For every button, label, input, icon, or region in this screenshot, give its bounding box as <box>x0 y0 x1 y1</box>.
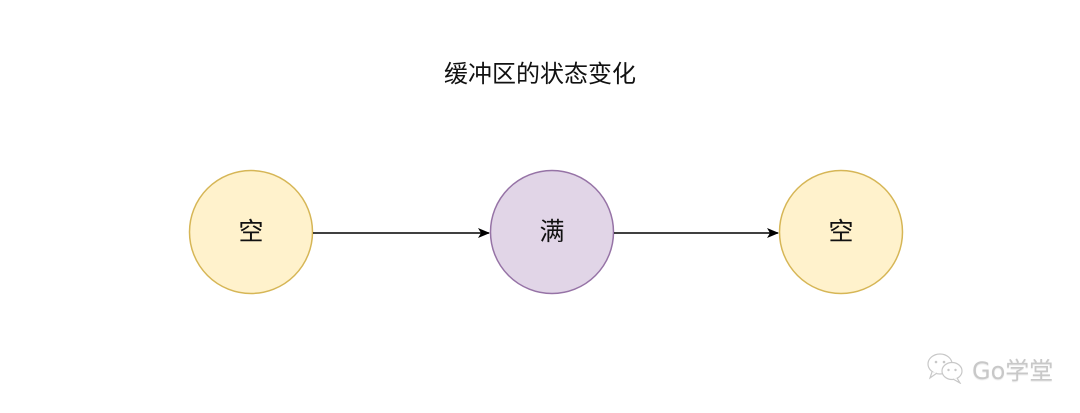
watermark: Go学堂 <box>926 350 1053 386</box>
diagram-title: 缓冲区的状态变化 <box>444 60 636 88</box>
watermark-text: Go学堂 <box>972 356 1054 385</box>
node-label-full: 满 <box>539 217 565 246</box>
node-empty-end <box>778 169 904 295</box>
node-empty-start <box>188 169 314 295</box>
node-label-empty-start: 空 <box>238 217 264 246</box>
wechat-icon <box>927 353 963 384</box>
node-full <box>489 169 615 295</box>
node-label-empty-end: 空 <box>828 217 854 246</box>
